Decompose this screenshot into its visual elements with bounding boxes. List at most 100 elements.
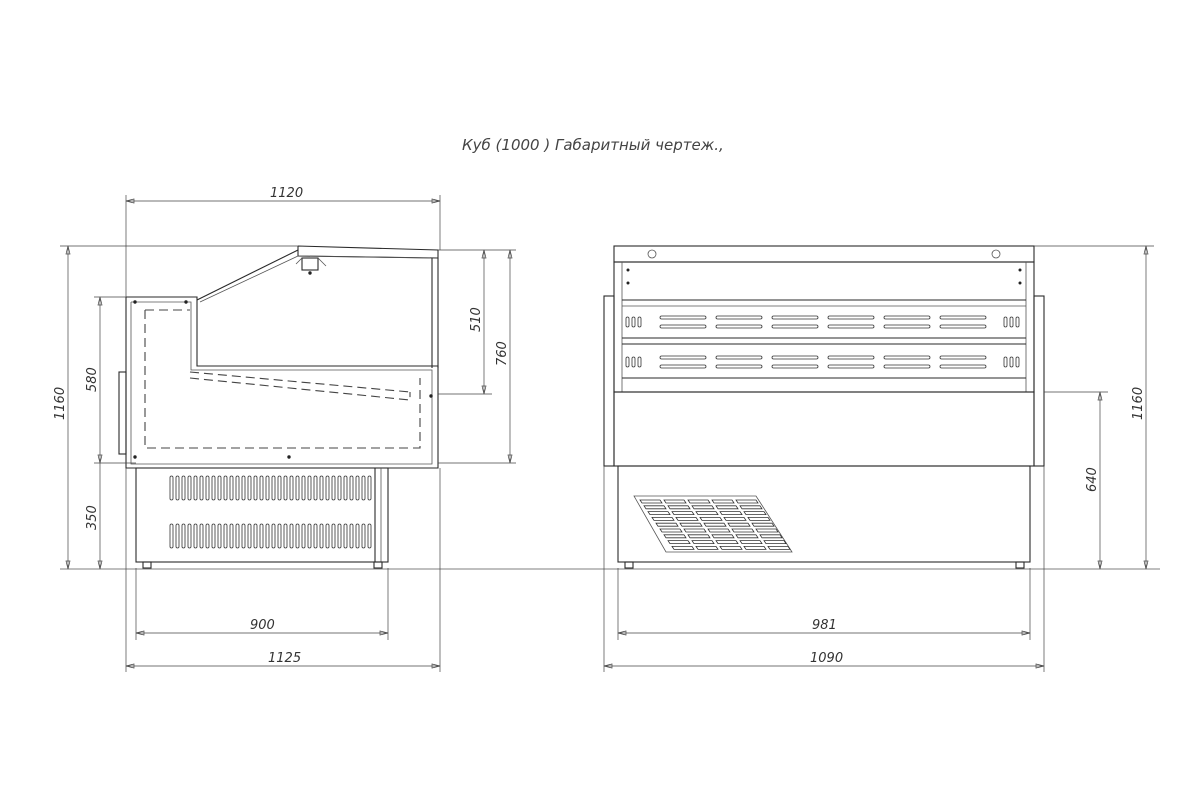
vent-slot <box>325 523 330 549</box>
front-glass <box>196 249 299 301</box>
side-view: 1120 1160 580 350 510 760 <box>53 186 1160 672</box>
grille-slot <box>739 540 763 544</box>
vent-slot <box>271 523 276 549</box>
shelf-slot <box>883 315 931 320</box>
vent-slot <box>217 475 222 501</box>
vent-slot <box>313 475 318 501</box>
grille-slot <box>659 528 683 533</box>
vent-slot <box>175 523 180 549</box>
vent-slot <box>355 523 360 549</box>
vent-slot <box>277 523 282 549</box>
shelf-end-slot <box>1003 316 1008 328</box>
vent-slot <box>223 475 228 501</box>
vent-slot <box>283 475 288 501</box>
shelf-end-slot <box>631 356 636 368</box>
vent-slot <box>361 523 366 549</box>
grille-slot <box>647 511 671 515</box>
vent-slot <box>289 475 294 501</box>
vent-slot <box>253 523 258 549</box>
dim-981: 981 <box>812 618 837 633</box>
grille-slot <box>675 517 699 521</box>
shelf-end-slot <box>1015 316 1020 328</box>
vent-slot <box>205 475 210 501</box>
grille-slot <box>703 522 727 527</box>
grille-slot <box>667 505 691 510</box>
grille-slot <box>695 511 719 515</box>
grille-slot <box>751 522 775 527</box>
vent-slot <box>319 475 324 501</box>
vent-slot <box>337 475 342 501</box>
grille-slot <box>639 499 663 504</box>
shelf-slot <box>939 324 987 329</box>
front-canopy <box>613 245 1035 263</box>
grille-slot <box>651 517 675 521</box>
shelf-slot <box>939 355 987 360</box>
grille-slot <box>715 540 739 544</box>
shelf-slot <box>883 324 931 329</box>
vent-slot <box>343 475 348 501</box>
vent-slot <box>331 475 336 501</box>
vent-slot <box>361 475 366 501</box>
shelf-end-slot <box>625 316 630 328</box>
shelf-slot <box>827 315 875 320</box>
vent-slot <box>199 523 204 549</box>
shelf-slot <box>939 315 987 320</box>
grille-slot <box>707 528 731 533</box>
vent-slot <box>169 475 174 501</box>
grille-slot <box>643 505 667 510</box>
vent-slot <box>259 475 264 501</box>
grille-slot <box>671 546 695 550</box>
vent-slot <box>265 475 270 501</box>
vent-slot <box>193 475 198 501</box>
vent-slot <box>181 523 186 549</box>
base-cabinet <box>135 467 389 563</box>
vent-slot <box>247 475 252 501</box>
vent-slot <box>307 475 312 501</box>
vent-slot <box>283 523 288 549</box>
vent-slot <box>355 475 360 501</box>
grille-slot <box>687 534 711 539</box>
vent-slot <box>205 523 210 549</box>
shelf-slots-upper <box>625 315 1020 329</box>
shelf-slot <box>771 355 819 360</box>
vent-slot <box>343 523 348 549</box>
vent-slot <box>295 475 300 501</box>
shelf-slot <box>659 355 707 360</box>
grille-slot <box>739 505 763 510</box>
shelf-end-slot <box>637 356 642 368</box>
shelf-slot <box>715 315 763 320</box>
vent-slot <box>295 523 300 549</box>
grille-slot <box>671 511 695 515</box>
grille-slot <box>755 528 779 533</box>
grille-slot <box>715 505 739 510</box>
front-base <box>617 465 1031 563</box>
vent-slot <box>247 523 252 549</box>
vent-slot <box>175 475 180 501</box>
vent-slot <box>367 523 372 549</box>
grille-slot <box>683 528 707 533</box>
shelf-slot <box>715 355 763 360</box>
shelf-slot <box>659 324 707 329</box>
grille-slot <box>727 522 751 527</box>
vent-slot <box>169 523 174 549</box>
shelf-slot <box>659 315 707 320</box>
shelf-slot <box>715 364 763 369</box>
grille-slot <box>695 546 719 550</box>
vent-slot <box>313 523 318 549</box>
drawing-title: Куб (1000 ) Габаритный чертеж., <box>462 136 724 154</box>
dim-760: 760 <box>495 341 510 366</box>
grille-slot <box>711 534 735 539</box>
vent-slot <box>235 523 240 549</box>
vent-slot <box>259 523 264 549</box>
vent-grille-upper <box>169 475 372 501</box>
grille-slot <box>735 499 759 504</box>
shelf-slots-lower <box>625 355 1020 369</box>
front-view: 981 1090 640 1160 <box>603 245 1154 672</box>
grille-slot <box>691 540 715 544</box>
vent-slot <box>211 475 216 501</box>
vent-slot <box>241 523 246 549</box>
vent-slot <box>349 523 354 549</box>
dim-1120: 1120 <box>270 186 303 201</box>
shelf-slot <box>883 364 931 369</box>
vent-slot <box>235 475 240 501</box>
